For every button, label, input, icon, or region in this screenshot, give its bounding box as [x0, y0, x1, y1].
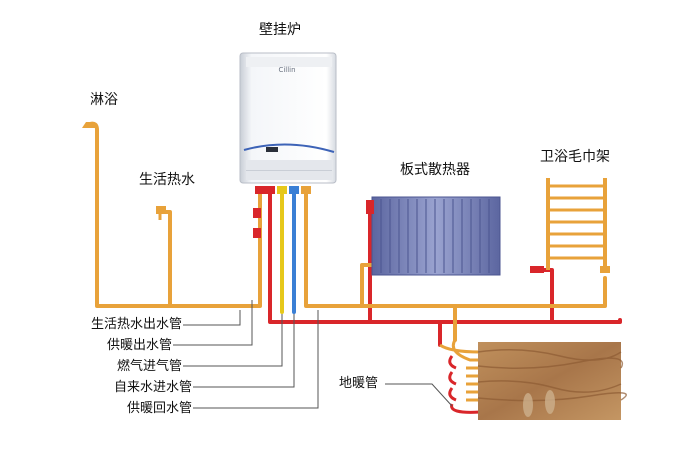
legend-gas-inlet: 燃气进气管 — [116, 359, 182, 374]
legend-heating-return: 供暖回水管 — [126, 401, 192, 416]
floor-heating-label: 地暖管 — [339, 376, 379, 391]
towel-rack-label: 卫浴毛巾架 — [540, 149, 610, 165]
legend-heating-outlet: 供暖出水管 — [106, 338, 172, 353]
hot-water-tap-label: 生活热水 — [139, 172, 195, 188]
legend-cold-water-inlet: 自来水进水管 — [113, 380, 192, 395]
legend-hot-water-outlet: 生活热水出水管 — [90, 317, 182, 332]
boiler-label: 壁挂炉 — [259, 22, 301, 38]
wall-boiler: Cillin — [239, 52, 337, 184]
legend-leader-lines — [173, 300, 453, 409]
panel-radiator-label: 板式散热器 — [400, 162, 470, 178]
hot-water-pipe — [95, 128, 262, 308]
boiler-brand-logo: Cillin — [278, 66, 295, 74]
panel-radiator — [366, 196, 501, 276]
shower-head-icon — [82, 121, 99, 131]
pipes — [95, 128, 622, 347]
heating-supply-pipe — [268, 188, 622, 324]
floor-heating-coil — [439, 339, 627, 420]
shower-label: 淋浴 — [90, 92, 118, 108]
hot-water-tap-icon — [156, 206, 166, 220]
towel-rack — [530, 178, 610, 273]
